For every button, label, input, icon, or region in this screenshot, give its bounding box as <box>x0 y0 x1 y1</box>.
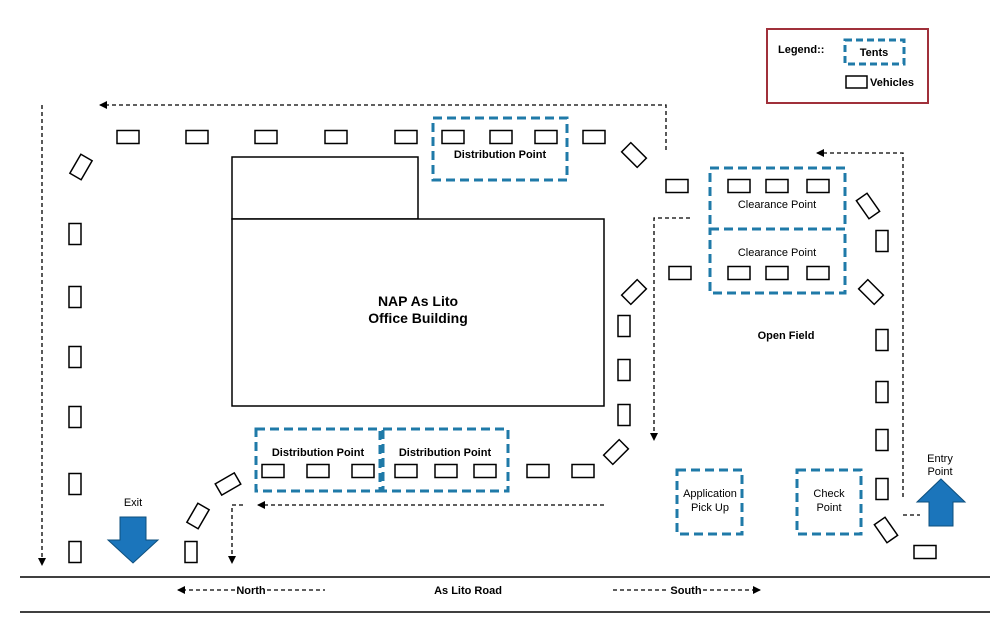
vehicle <box>394 463 418 479</box>
legend-title: Legend:: <box>778 44 824 56</box>
vehicle <box>571 463 595 479</box>
vehicle <box>254 129 278 145</box>
legend-vehicle-swatch <box>845 75 868 89</box>
vehicle <box>185 129 209 145</box>
vehicle <box>526 463 550 479</box>
vehicle <box>875 328 889 352</box>
vehicle <box>441 129 465 145</box>
vehicle <box>394 129 418 145</box>
vehicle <box>855 192 881 220</box>
building-label-line2: Office Building <box>368 310 468 326</box>
traffic-flow <box>38 101 920 566</box>
vehicle <box>875 229 889 253</box>
vehicle <box>351 463 375 479</box>
legend: Legend:: Tents Vehicles <box>766 28 929 104</box>
building-main <box>231 218 605 407</box>
vehicle <box>534 129 558 145</box>
vehicle <box>582 129 606 145</box>
tent-check-label-line1: Check <box>813 488 845 500</box>
vehicle <box>875 428 889 452</box>
tent-application-pickup <box>675 468 744 536</box>
tent-clearance-upper-label: Clearance Point <box>738 199 816 211</box>
legend-tents-label: Tents <box>860 47 889 59</box>
vehicle <box>857 278 885 306</box>
tent-distribution-bottom-left-label: Distribution Point <box>272 447 365 459</box>
vehicle <box>617 358 631 382</box>
building-annex <box>231 156 419 220</box>
building-label-line1: NAP As Lito <box>378 293 458 309</box>
vehicles <box>68 129 937 564</box>
vehicle <box>617 403 631 427</box>
tent-application-label-line1: Application <box>683 488 737 500</box>
tent-distribution-bottom-left <box>254 427 382 493</box>
tent-distribution-bottom-right <box>381 427 510 493</box>
vehicle <box>875 380 889 404</box>
legend-vehicles-label: Vehicles <box>870 77 914 89</box>
tent-application-label-line2: Pick Up <box>691 502 729 514</box>
entry-arrow-icon <box>915 478 967 527</box>
north-label: North <box>236 585 266 597</box>
tent-distribution-top-label: Distribution Point <box>454 149 547 161</box>
tent-clearance-lower <box>708 227 847 295</box>
vehicle <box>184 540 198 564</box>
road-name: As Lito Road <box>434 585 502 597</box>
vehicle <box>489 129 513 145</box>
vehicle <box>434 463 458 479</box>
vehicle <box>602 438 630 466</box>
exit-label: Exit <box>124 497 142 509</box>
vehicle <box>116 129 140 145</box>
legend-tent-swatch <box>843 38 906 66</box>
tents: Distribution Point Distribution Point Di… <box>254 116 863 536</box>
vehicle <box>620 141 648 169</box>
vehicle <box>806 178 830 194</box>
vehicle <box>68 472 82 496</box>
entry-label-line2: Point <box>927 466 952 478</box>
vehicle <box>185 502 211 530</box>
vehicle <box>306 463 330 479</box>
vehicle <box>214 471 242 497</box>
vehicle <box>668 265 692 281</box>
vehicle <box>875 477 889 501</box>
vehicle <box>665 178 689 194</box>
tent-check-label-line2: Point <box>816 502 841 514</box>
vehicle <box>727 265 751 281</box>
vehicle <box>68 540 82 564</box>
vehicle <box>617 314 631 338</box>
vehicle <box>873 516 899 544</box>
vehicle <box>727 178 751 194</box>
vehicle <box>68 222 82 246</box>
flow-right-up-arrow <box>816 149 904 497</box>
tent-check-point <box>795 468 863 536</box>
road: North As Lito Road South <box>20 576 990 613</box>
south-label: South <box>670 585 701 597</box>
tent-clearance-lower-label: Clearance Point <box>738 247 816 259</box>
legend-border <box>766 28 929 104</box>
open-field-label: Open Field <box>758 330 815 342</box>
vehicle <box>765 178 789 194</box>
tent-distribution-bottom-right-label: Distribution Point <box>399 447 492 459</box>
vehicle <box>68 405 82 429</box>
vehicle <box>806 265 830 281</box>
vehicle <box>473 463 497 479</box>
flow-bottom-down-arrow <box>228 504 243 564</box>
office-building: NAP As Lito Office Building <box>231 156 605 407</box>
vehicle <box>68 285 82 309</box>
entry-label-line1: Entry <box>927 453 953 465</box>
vehicle <box>68 345 82 369</box>
vehicle <box>765 265 789 281</box>
flow-center-down-arrow <box>650 217 690 441</box>
vehicle <box>261 463 285 479</box>
vehicle <box>324 129 348 145</box>
vehicle <box>913 544 937 560</box>
vehicle <box>620 278 648 306</box>
flow-top-arrow <box>99 101 667 150</box>
exit-arrow-icon <box>106 516 160 564</box>
vehicle <box>68 153 94 181</box>
